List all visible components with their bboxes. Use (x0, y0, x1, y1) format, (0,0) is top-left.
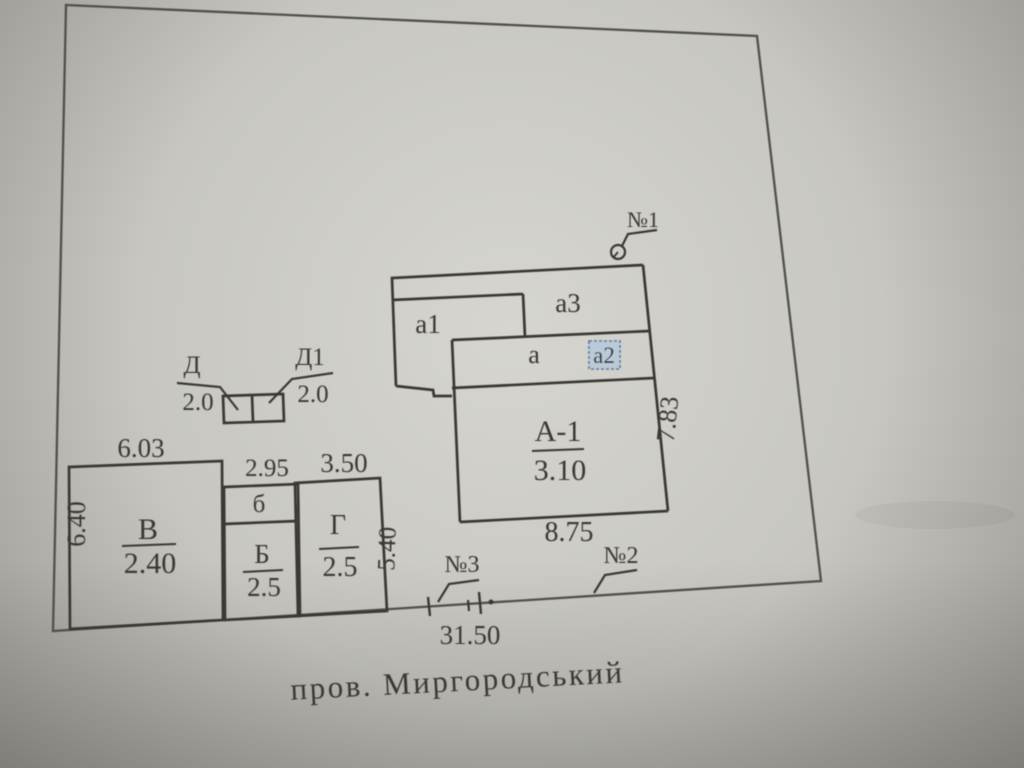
g-name: Г (330, 510, 346, 541)
b-value: 2.5 (247, 572, 281, 602)
marker-2-label: №2 (604, 543, 639, 569)
annex-a2-highlight-box (588, 340, 621, 370)
shed-d-leader (176, 381, 239, 411)
g-value: 2.5 (323, 552, 358, 583)
frontage-tick-2 (466, 599, 471, 612)
v-depth-dim: 6.40 (62, 501, 91, 547)
building-g-outline (293, 476, 389, 618)
main-building-name: А-1 (535, 415, 582, 448)
b-name: Б (254, 539, 270, 569)
marker-1-label: №1 (627, 207, 659, 232)
main-fraction-bar (531, 448, 585, 452)
shed-d-value: 2.0 (182, 389, 213, 416)
main-depth-dim: 7.83 (651, 395, 685, 443)
shed-d-name: Д (183, 352, 200, 379)
building-v-outline (67, 459, 225, 631)
annex-a2-label: а2 (593, 343, 615, 368)
building-a-annex-outline (390, 263, 670, 524)
annex-a1-label: а1 (415, 309, 440, 339)
building-lines (67, 228, 670, 631)
shed-d1-name: Д1 (295, 344, 325, 371)
g-width-dim: 3.50 (320, 448, 367, 478)
marker-1-leader (621, 228, 658, 247)
marker-2-leader (593, 568, 638, 594)
marker-1-symbol (609, 243, 627, 261)
building-b-divider (223, 519, 298, 526)
annex-a-label: а (528, 340, 540, 369)
frontage-tick-1 (426, 596, 432, 617)
main-width-dim: 8.75 (545, 517, 594, 548)
b-width-dim: 2.95 (245, 455, 289, 482)
b-fraction-bar (242, 569, 284, 573)
v-value: 2.40 (124, 547, 177, 580)
b-annex-label: б (253, 491, 266, 518)
v-width-dim: 6.03 (117, 433, 164, 463)
g-depth-dim: 5.40 (373, 526, 402, 571)
frontage-point-dot (488, 599, 494, 605)
plot-boundary (51, 3, 823, 633)
frontage-length-dim: 31.50 (440, 620, 501, 650)
main-building-value: 3.10 (534, 454, 587, 487)
shed-d-squares (221, 392, 286, 425)
marker-1-symbol-tick (612, 251, 619, 259)
marker-3-leader (437, 578, 480, 603)
fraction-bars (121, 448, 585, 573)
marker-3-label: №3 (445, 552, 480, 578)
paper-smudge (855, 501, 1015, 529)
frontage-tick-3 (477, 591, 483, 615)
g-fraction-bar (318, 546, 360, 550)
shed-d1-value: 2.0 (297, 381, 328, 408)
shed-d1-leader (268, 371, 334, 404)
v-fraction-bar (121, 543, 177, 547)
v-name: В (138, 513, 158, 546)
annex-a3-label: а3 (555, 288, 580, 318)
paper-bottom-shadow (0, 560, 1024, 768)
